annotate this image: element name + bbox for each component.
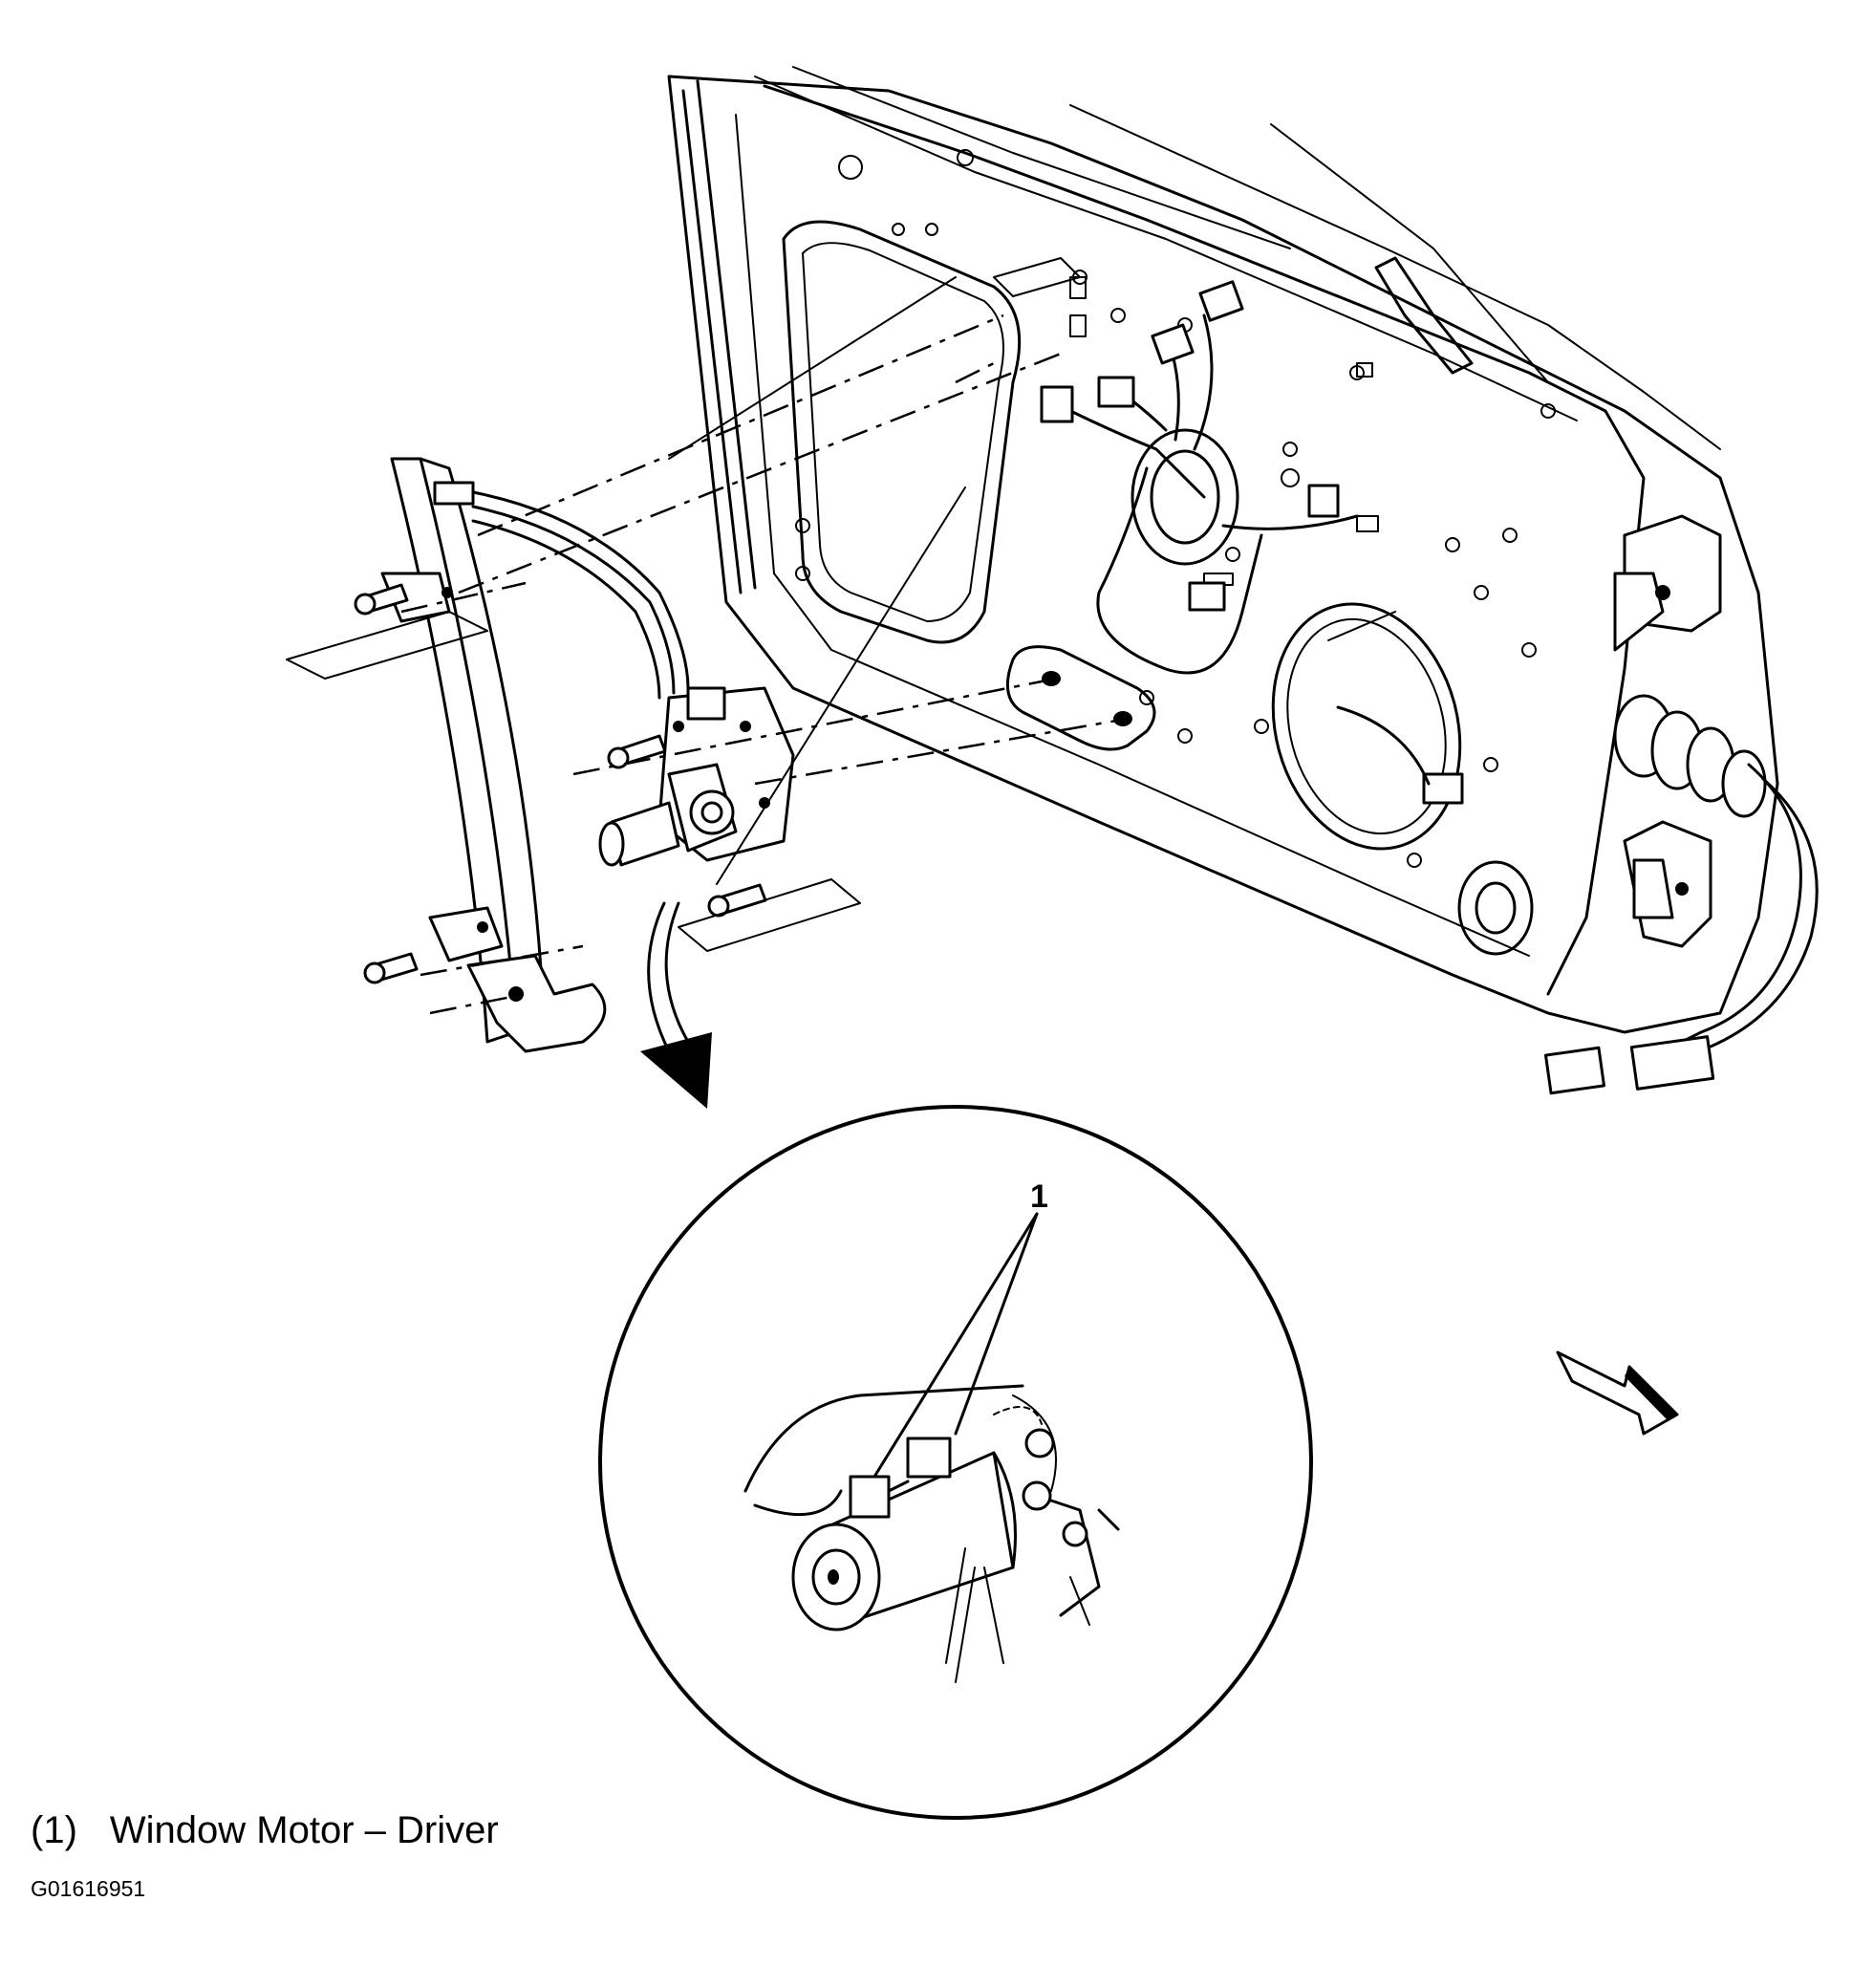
door-inner-panel (667, 66, 1779, 1034)
window-motor (598, 686, 795, 867)
harness-grommet (1543, 694, 1819, 1095)
legend-text: Window Motor – Driver (109, 1809, 499, 1851)
figure-id: G01616951 (31, 1876, 146, 1901)
door-hinges (1613, 514, 1722, 948)
wiring-harness (1040, 280, 1464, 805)
legend-item: (1) Window Motor – Driver (31, 1809, 499, 1852)
window-regulator (354, 457, 767, 1053)
window-motor-connectors-detail (598, 1105, 1313, 1820)
callout-number: 1 (1030, 1178, 1048, 1215)
front-of-vehicle-arrow (1556, 1351, 1679, 1436)
alignment-lines (286, 257, 1396, 1015)
regulator-bolts (354, 583, 767, 984)
legend-number: (1) (31, 1809, 77, 1851)
detail-callout-arrow (640, 901, 712, 1109)
